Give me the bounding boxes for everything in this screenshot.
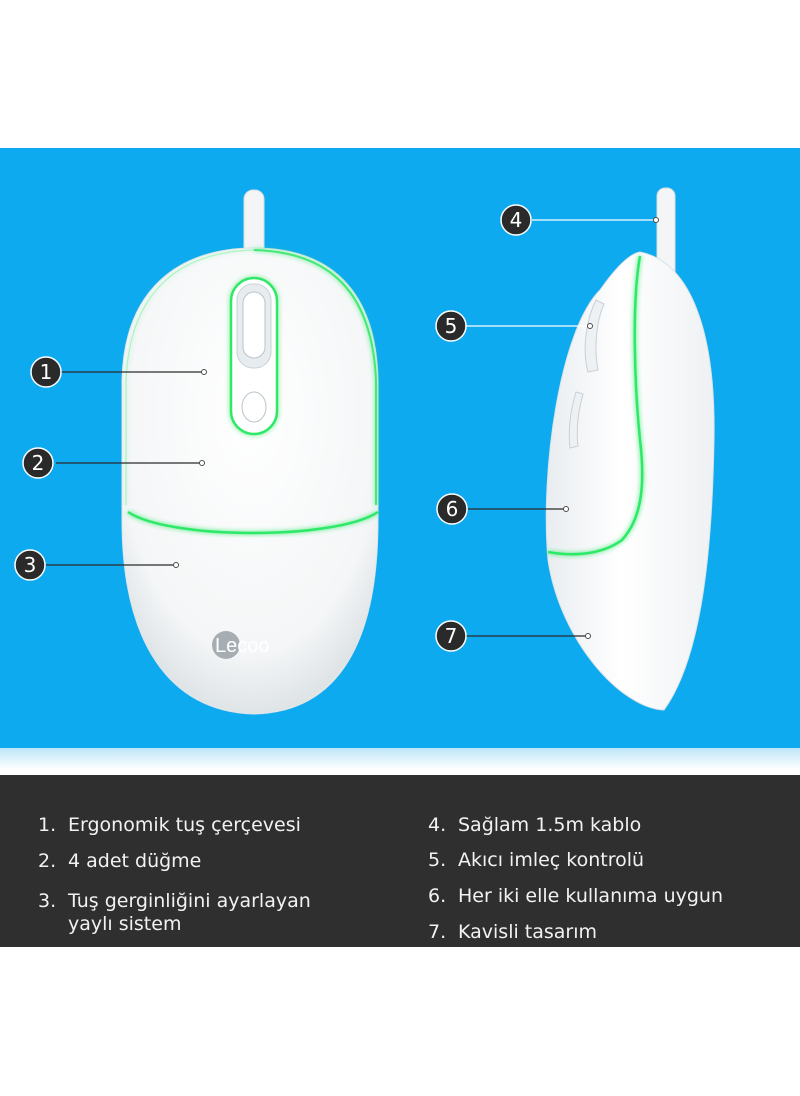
feature-text: 4 adet düğme (68, 850, 202, 872)
logo-text: Lecoo (215, 635, 270, 657)
callout-badge-5: 5 (435, 310, 467, 342)
feature-text: Her iki elle kullanıma uygun (458, 885, 724, 907)
feature-number: 2. (38, 850, 57, 872)
feature-number: 5. (428, 849, 447, 871)
callout-number-4: 4 (510, 208, 523, 232)
feature-number: 6. (428, 885, 447, 907)
callout-badge-6: 6 (436, 493, 468, 525)
callout-badge-7: 7 (435, 620, 467, 652)
mouse-top-view (121, 189, 379, 715)
callout-number-6: 6 (446, 497, 459, 521)
mouse-side-view (545, 187, 715, 711)
callout-number-2: 2 (32, 451, 45, 475)
feature-legend (0, 775, 800, 947)
callout-number-5: 5 (445, 314, 458, 338)
feature-text: Ergonomik tuş çerçevesi (68, 814, 301, 836)
feature-number: 1. (38, 814, 57, 836)
feature-text: Tuş gerginliğini ayarlayan (68, 890, 311, 912)
floor-reflection (0, 748, 800, 770)
callout-lines (46, 219, 656, 637)
feature-text: Akıcı imleç kontrolü (458, 849, 645, 871)
callout-number-7: 7 (445, 624, 458, 648)
callout-dots (173, 217, 659, 639)
callout-number-1: 1 (40, 360, 53, 384)
callout-badges: 1 2 3 4 5 6 7 (14, 204, 532, 652)
callout-badge-1: 1 (30, 356, 62, 388)
callout-badge-2: 2 (22, 447, 54, 479)
callout-number-3: 3 (24, 553, 37, 577)
callout-badge-3: 3 (14, 549, 46, 581)
feature-text: Kavisli tasarım (458, 921, 598, 943)
callout-badge-4: 4 (500, 204, 532, 236)
logo-lecoo: Lecoo (215, 635, 270, 657)
feature-text-continued: yaylı sistem (68, 913, 182, 935)
feature-number: 7. (428, 921, 447, 943)
feature-number: 3. (38, 890, 57, 912)
feature-number: 4. (428, 814, 447, 836)
feature-text: Sağlam 1.5m kablo (458, 814, 642, 836)
